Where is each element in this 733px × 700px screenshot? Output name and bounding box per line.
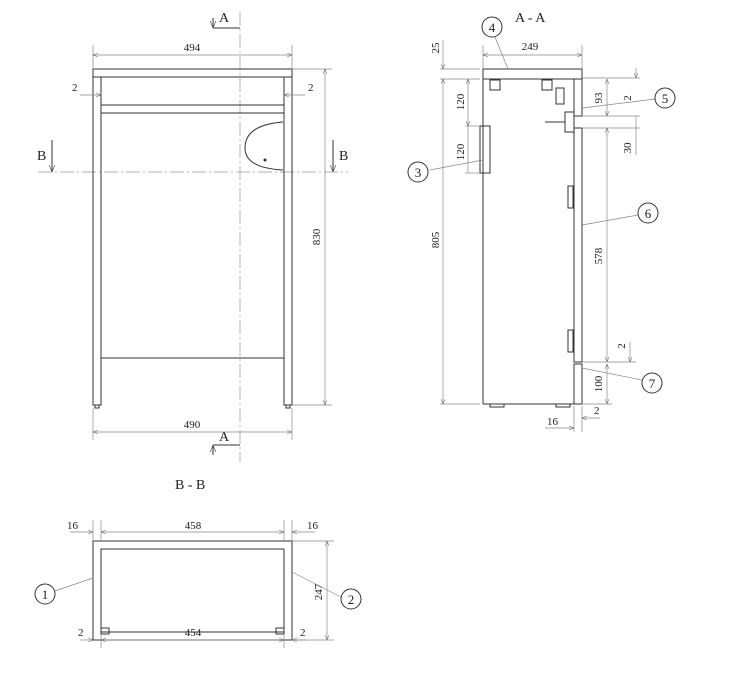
countertop xyxy=(92,68,293,78)
callout-4 xyxy=(481,16,503,38)
callout-6 xyxy=(637,202,659,224)
dim-gap-top: 2 xyxy=(622,95,634,101)
dim-left-wall: 16 xyxy=(67,520,79,532)
front-view: A A B B 494 490 830 2 2 xyxy=(37,11,348,462)
section-a-a: A - A 249 25 805 120 120 xyxy=(407,11,676,432)
callout-2 xyxy=(340,588,362,610)
section-mark-a-bottom: A xyxy=(219,430,230,445)
plinth-section xyxy=(573,363,583,405)
drawer-front xyxy=(100,76,285,106)
drawer-front-section xyxy=(573,78,583,117)
svg-text:2: 2 xyxy=(348,592,355,607)
callout-3 xyxy=(407,161,429,183)
section-aa-title: A - A xyxy=(515,11,546,26)
dim-depth: 249 xyxy=(522,41,539,53)
section-b-b: B - B 458 16 16 454 2 2 247 1 2 xyxy=(34,478,362,648)
callout-7 xyxy=(641,372,663,394)
left-side-panel xyxy=(92,76,102,406)
dim-height: 830 xyxy=(311,228,323,245)
dim-gap-left: 2 xyxy=(72,82,78,94)
top-panel xyxy=(482,68,583,80)
svg-text:5: 5 xyxy=(662,91,669,106)
dim-gap-back: 2 xyxy=(594,405,600,417)
dim-bottom-width: 490 xyxy=(184,419,201,431)
dim-lower-120: 120 xyxy=(455,143,467,160)
dim-gap-left: 2 xyxy=(78,627,84,639)
dim-upper-120: 120 xyxy=(455,93,467,110)
dim-gap-right: 2 xyxy=(308,82,314,94)
svg-text:7: 7 xyxy=(649,376,656,391)
section-mark-b-right: B xyxy=(339,149,348,164)
callout-5 xyxy=(654,87,676,109)
svg-text:1: 1 xyxy=(42,587,49,602)
dim-top-width: 494 xyxy=(184,42,201,54)
dim-right-wall: 16 xyxy=(307,520,319,532)
svg-text:3: 3 xyxy=(415,165,422,180)
section-bb-title: B - B xyxy=(175,478,205,493)
carcass-outline xyxy=(92,540,293,641)
dim-gap-right: 2 xyxy=(300,627,306,639)
dim-30: 30 xyxy=(622,142,634,154)
section-mark-b-left: B xyxy=(37,149,46,164)
section-mark-a-top: A xyxy=(219,11,230,26)
callout-1 xyxy=(34,583,56,605)
door-panel xyxy=(100,112,285,359)
dim-body-height: 805 xyxy=(430,231,442,248)
dim-top-thickness: 25 xyxy=(430,42,442,54)
dim-16: 16 xyxy=(547,416,559,428)
dim-93: 93 xyxy=(593,92,605,104)
door-section xyxy=(573,127,583,363)
dim-bottom-inner: 454 xyxy=(185,627,202,639)
svg-text:6: 6 xyxy=(645,206,652,221)
rail-bracket xyxy=(479,125,491,174)
door-handle xyxy=(244,121,284,171)
dim-100: 100 xyxy=(593,375,605,392)
svg-text:4: 4 xyxy=(489,20,496,35)
right-side-panel xyxy=(283,76,293,406)
dim-gap-bottom: 2 xyxy=(616,343,628,349)
dim-inner-width: 458 xyxy=(185,520,202,532)
dim-578: 578 xyxy=(593,247,605,264)
